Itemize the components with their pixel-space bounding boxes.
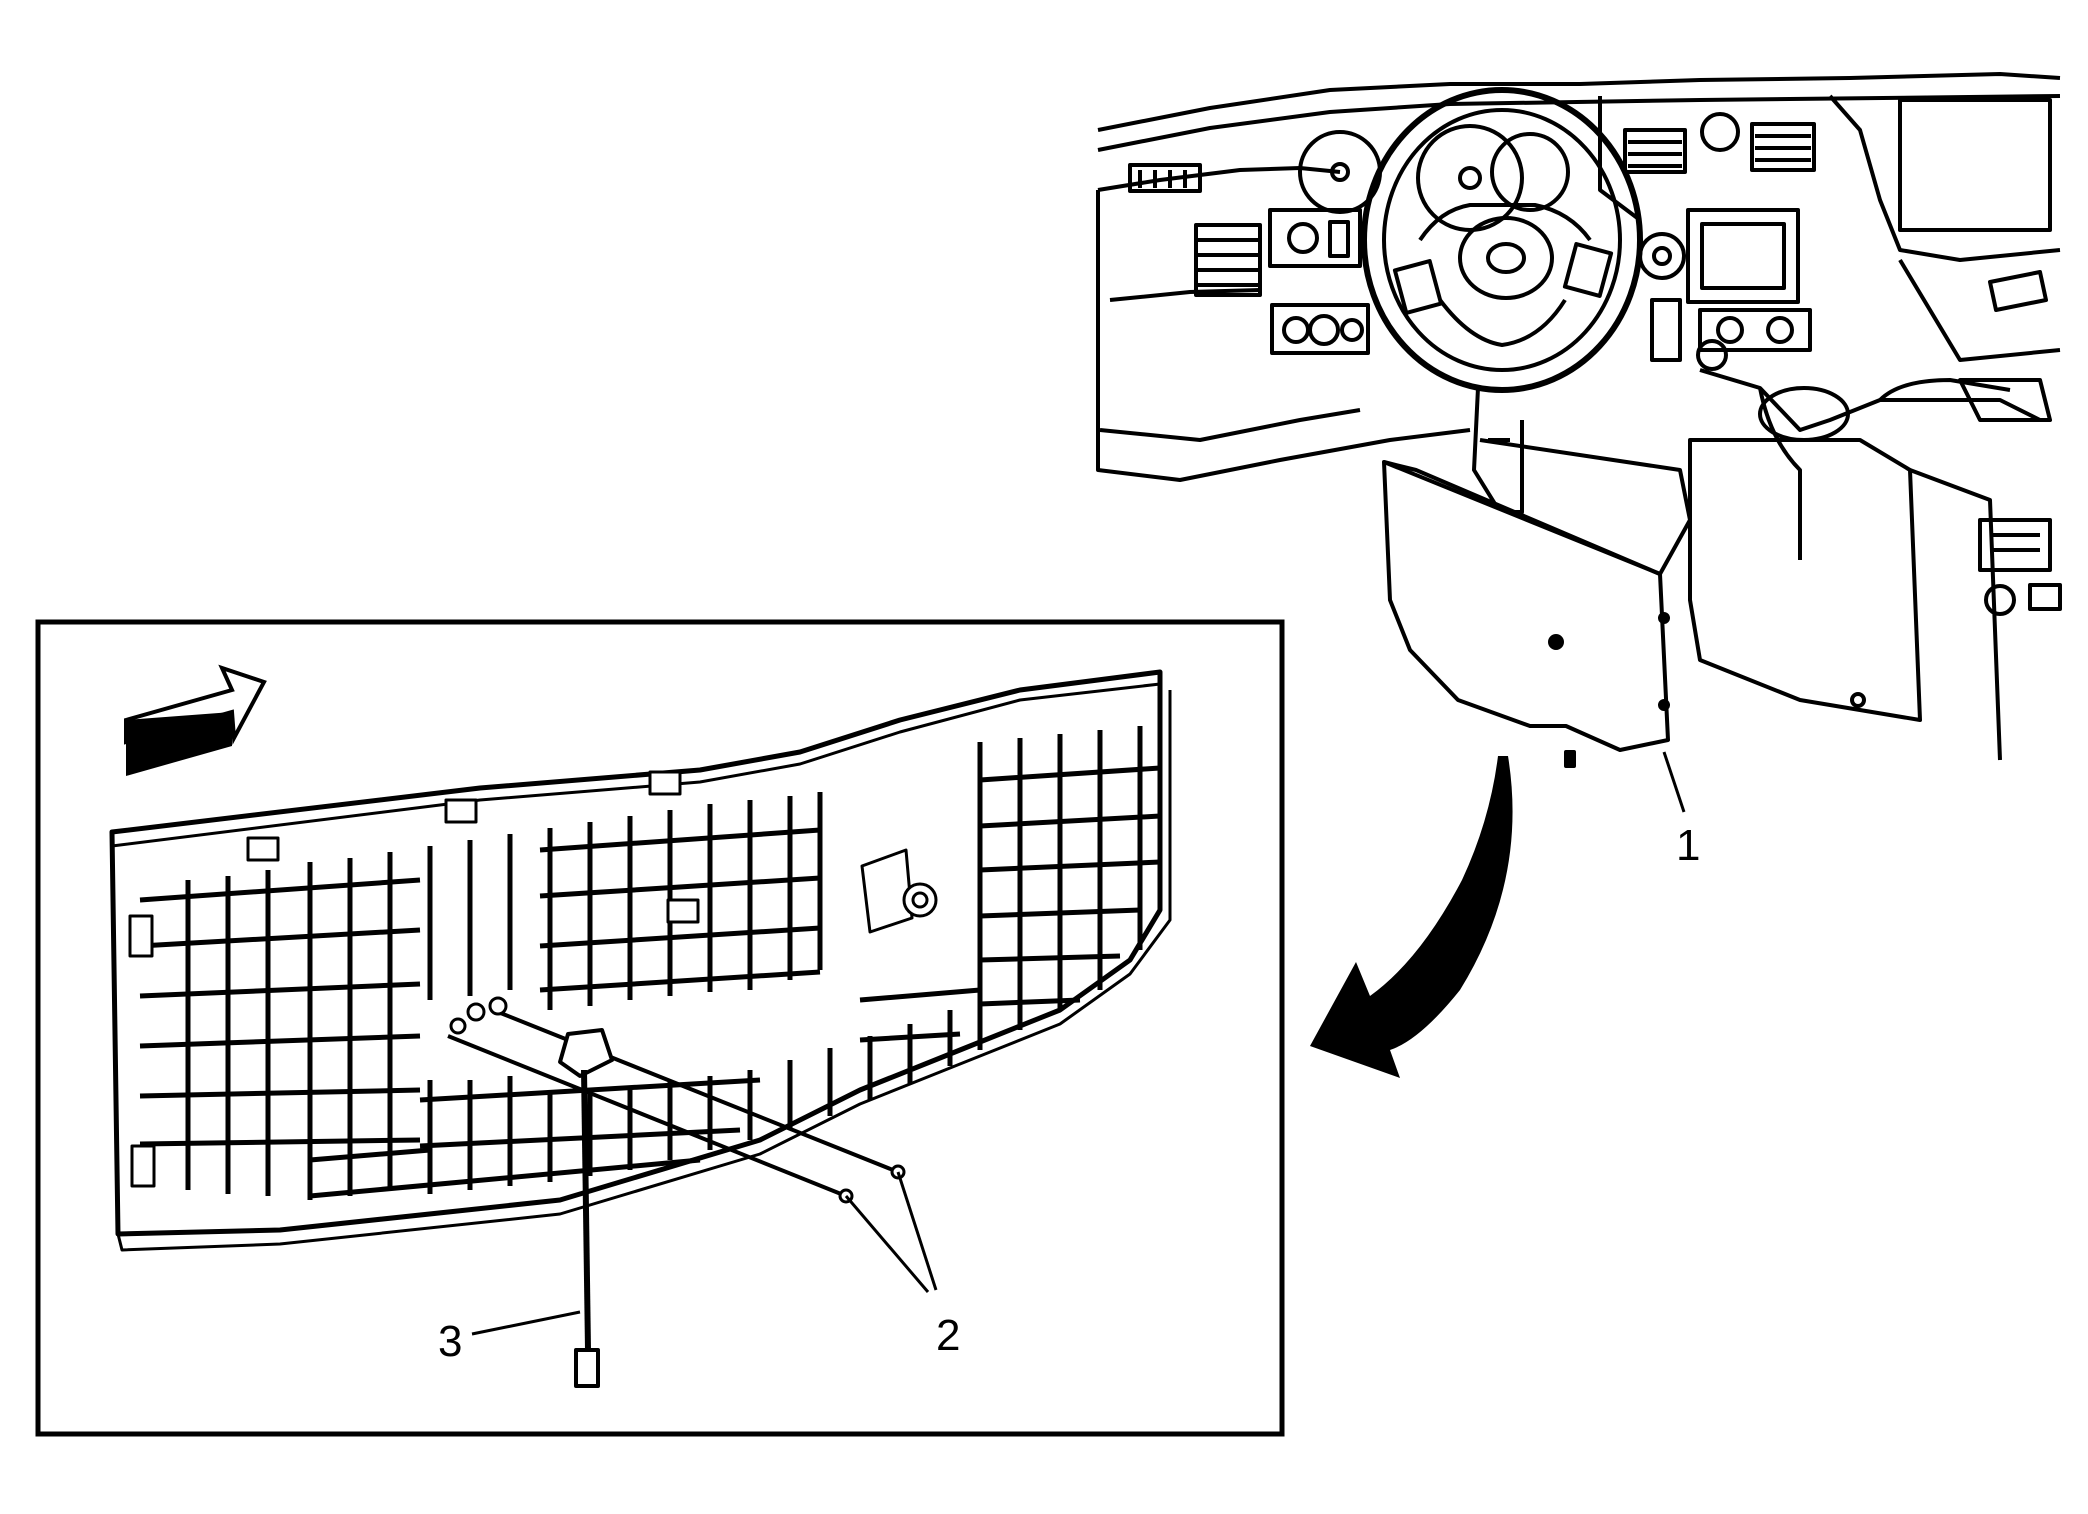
dashboard-view: [1096, 72, 2062, 761]
curved-arrow-icon: [1310, 756, 1513, 1078]
panel-back-view: [109, 669, 1172, 1252]
callout-2-leaders: [844, 1171, 938, 1293]
callout-3: 3: [438, 1317, 462, 1366]
callout-2: 2: [936, 1311, 960, 1360]
callout-1: 1: [1676, 821, 1700, 870]
forward-arrow-icon: [124, 664, 267, 776]
callout-1-leader: [1662, 751, 1686, 813]
callout-3-leader: [471, 1310, 581, 1336]
knee-bolster-panel: [1382, 438, 1692, 768]
door-lamp-harness: [447, 996, 906, 1388]
